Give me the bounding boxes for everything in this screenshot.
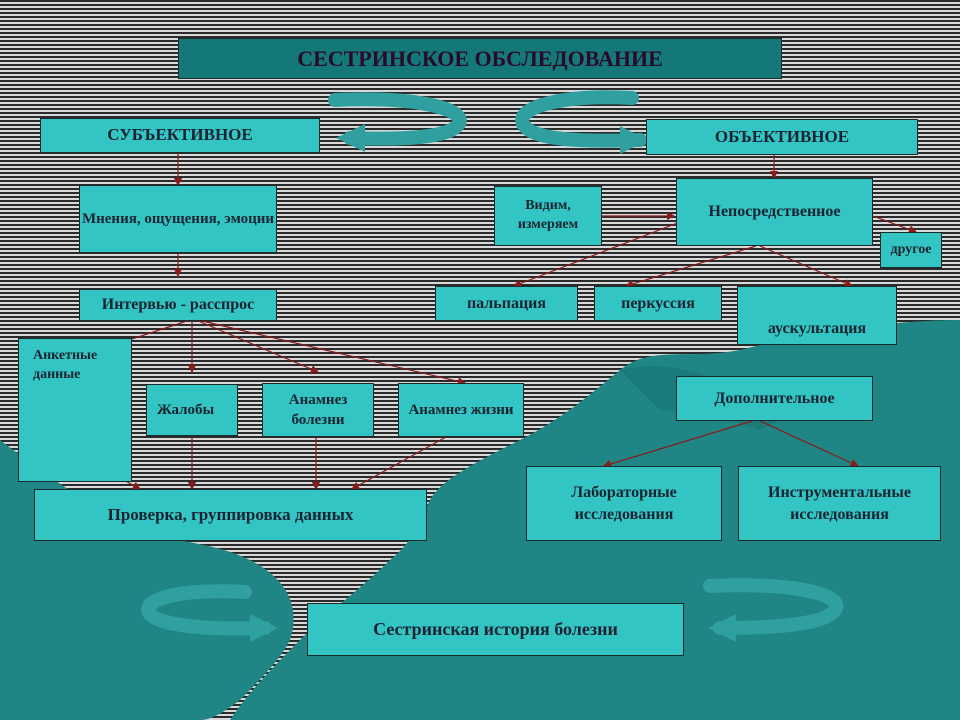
additional-box: Дополнительное xyxy=(676,376,873,421)
palpation-box: пальпация xyxy=(435,286,578,321)
arrowhead-bottom-left xyxy=(250,614,278,642)
conn-additional-lab xyxy=(602,420,753,468)
arrowhead-bottom-right xyxy=(708,614,736,642)
other-box: другое xyxy=(880,232,942,268)
arrowhead-left xyxy=(336,124,365,152)
swirl-arrow-right xyxy=(515,90,647,148)
conn-direct-other xyxy=(872,215,918,234)
conn-interview-disease xyxy=(195,319,320,374)
opinions-box: Мнения, ощущения, эмоции xyxy=(79,185,277,253)
conn-interview-life xyxy=(197,319,467,386)
instrumental-box: Инструментальные исследования xyxy=(738,466,941,541)
direct-box: Непосредственное xyxy=(676,178,873,246)
percussion-box: перкуссия xyxy=(594,286,722,321)
swirl-arrow-bottom-right xyxy=(703,578,844,635)
arrowhead-right xyxy=(620,126,648,154)
questionnaire-box: Анкетные данные xyxy=(18,338,132,482)
conn-direct-percussion xyxy=(624,245,757,288)
swirl-arrow-bottom-left xyxy=(141,584,272,636)
objective-header: ОБЪЕКТИВНОЕ xyxy=(646,119,918,155)
see-measure-box: Видим, измеряем xyxy=(494,186,602,246)
subjective-header: СУБЪЕКТИВНОЕ xyxy=(40,118,320,153)
conn-life-verify xyxy=(350,436,447,490)
page-title: СЕСТРИНСКОЕ ОБСЛЕДОВАНИЕ xyxy=(178,38,782,79)
auscultation-box: аускультация xyxy=(737,286,897,345)
lab-box: Лабораторные исследования xyxy=(526,466,722,541)
complaints-box: Жалобы xyxy=(146,384,238,436)
interview-box: Интервью - расспрос xyxy=(79,289,277,321)
swirl-arrow-left xyxy=(328,92,467,146)
life-history-box: Анамнез жизни xyxy=(398,383,524,437)
nursing-history-box: Сестринская история болезни xyxy=(307,603,684,656)
disease-history-box: Анамнез болезни xyxy=(262,383,374,437)
verification-box: Проверка, группировка данных xyxy=(34,489,427,541)
conn-additional-instr xyxy=(759,420,860,467)
conn-direct-palpation xyxy=(512,221,681,288)
conn-direct-auscultation xyxy=(759,245,854,287)
